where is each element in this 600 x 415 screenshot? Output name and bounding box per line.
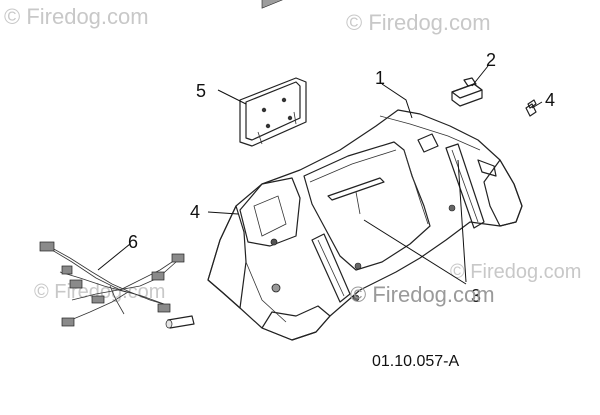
switch-part [451,77,483,107]
callout-1: 1 [375,68,385,88]
connector-a [39,241,55,252]
callout-5: 5 [196,81,206,101]
leader-lines [97,65,543,285]
watermark-bottom-left: © Firedog.com [34,281,165,303]
callout-3: 3 [471,286,481,306]
bulb-part-right [525,99,537,117]
callout-2: 2 [486,50,496,70]
wiring-harness [39,241,195,329]
connector-h [91,295,105,304]
watermark-top-left: © Firedog.com [4,4,149,29]
watermark-top-right: © Firedog.com [346,10,491,35]
callout-6: 6 [128,232,138,252]
callout-4-right: 4 [545,90,555,110]
instrument-panel [239,0,307,147]
hood-cover [207,109,523,341]
watermark-bottom-right: © Firedog.com [450,261,581,283]
connector-e [151,271,165,281]
diagram-code: 01.10.057-A [372,353,460,370]
connector-d [61,317,75,327]
connector-f [171,253,185,263]
connector-c [69,279,83,289]
callout-4-left: 4 [190,202,200,222]
connector-g [157,303,171,313]
watermark-center: © Firedog.com [350,282,495,307]
connector-b [61,265,73,275]
